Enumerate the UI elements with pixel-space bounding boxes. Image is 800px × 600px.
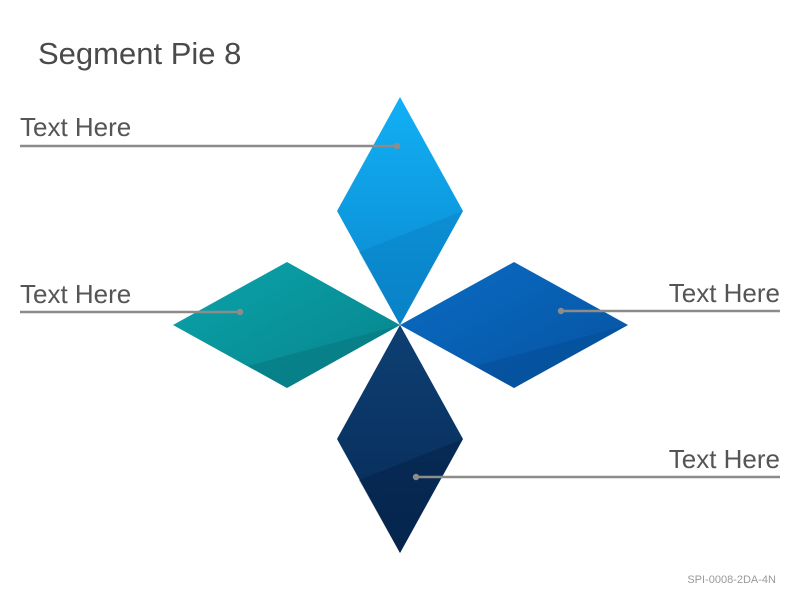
segment-right (400, 262, 628, 388)
connector-middle-left (20, 308, 244, 316)
connector-middle-right (557, 307, 780, 315)
connector-bottom-right (412, 473, 780, 481)
label-middle-right: Text Here (668, 278, 780, 308)
connector-top-left (20, 142, 401, 150)
slide-code: SPI-0008-2DA-4N (687, 574, 776, 586)
label-middle-left: Text Here (20, 279, 132, 309)
segment-bottom (337, 325, 463, 553)
segment-left (173, 262, 400, 388)
label-top-left: Text Here (20, 112, 132, 142)
segment-top (337, 97, 463, 325)
label-bottom-right: Text Here (668, 444, 780, 474)
slide-title: Segment Pie 8 (38, 36, 242, 71)
